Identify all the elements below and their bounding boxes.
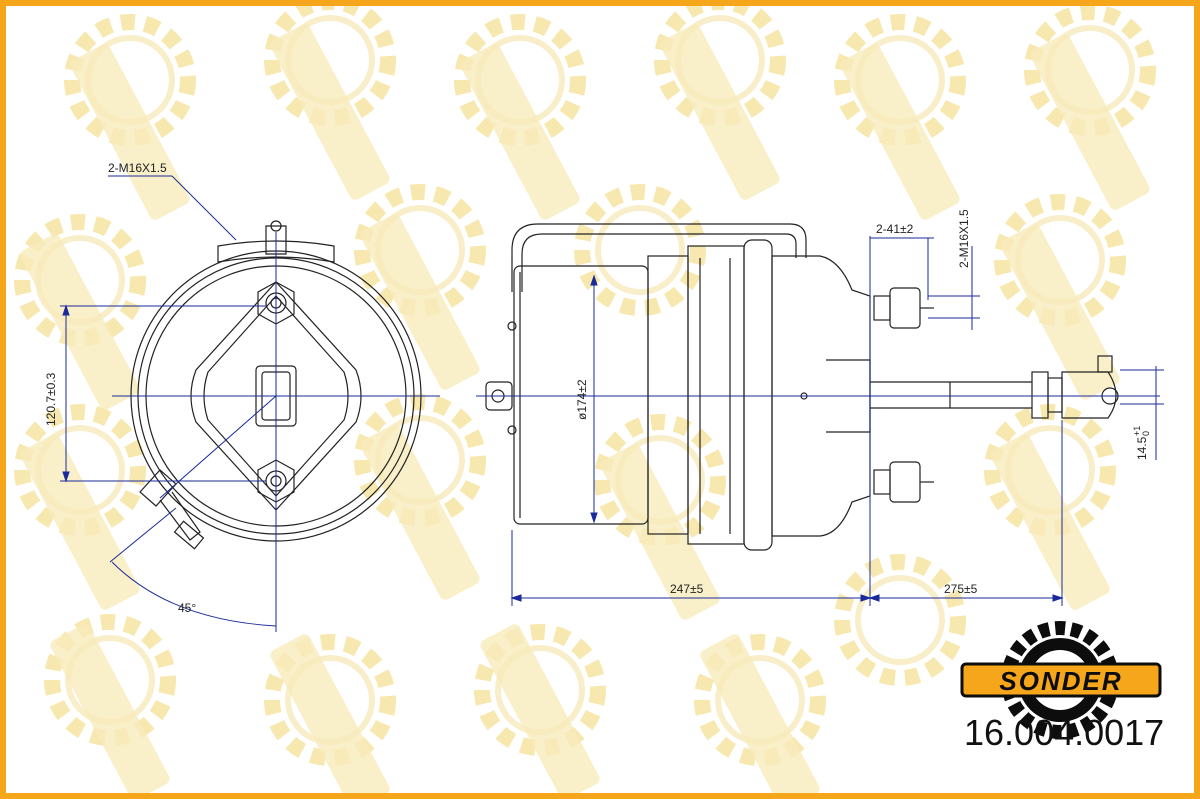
clevis-tolerance-lower: 0 [1141, 431, 1151, 436]
logo-text: SONDER [999, 666, 1122, 696]
thread-left-label: 2-M16X1.5 [108, 161, 167, 175]
technical-drawing: 2-M16X1.5 120.7±0.3 45° [6, 6, 1164, 793]
thread-right-label: 2-M16X1.5 [957, 209, 971, 268]
part-number: 16.004.0017 [964, 712, 1165, 753]
clevis-tolerance-upper: +1 [1132, 426, 1142, 436]
end-view-dimensions [60, 175, 440, 632]
mount-spacing-label: 120.7±0.3 [44, 372, 58, 426]
watermark-layer [18, 6, 1151, 793]
brand-logo: SONDER [960, 621, 1162, 739]
rod-length-label: 275±5 [944, 582, 978, 596]
bolt-spacing-label: 2-41±2 [876, 222, 914, 236]
clevis-label: 14.5 [1135, 436, 1149, 460]
side-view-dimensions [476, 236, 1164, 606]
body-length-label: 247±5 [670, 582, 704, 596]
angle-label: 45° [178, 601, 196, 615]
diameter-label: ø174±2 [575, 379, 589, 420]
